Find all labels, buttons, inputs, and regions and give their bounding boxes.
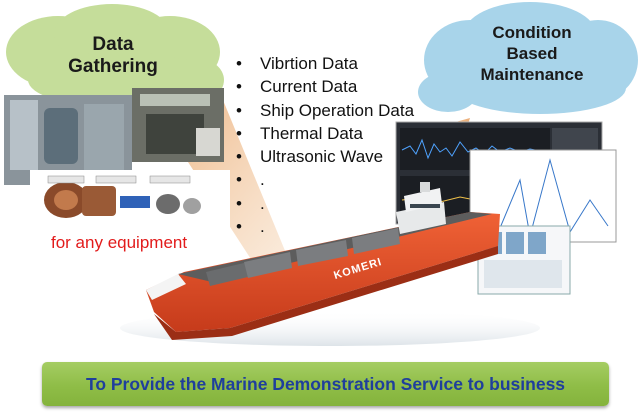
list-item: Ship Operation Data — [236, 99, 414, 122]
cloud-right-line-1: Condition — [492, 23, 572, 42]
list-item: . — [236, 215, 414, 238]
list-item: Current Data — [236, 75, 414, 98]
equipment-note: for any equipment — [51, 233, 188, 252]
cloud-left-line-1: Data — [92, 34, 134, 55]
cloud-right-line-3: Maintenance — [480, 65, 584, 84]
list-item: . — [236, 192, 414, 215]
list-item: Thermal Data — [236, 122, 414, 145]
data-gathering-label: Data Gathering — [38, 34, 188, 78]
condition-maintenance-cloud — [418, 2, 638, 114]
cloud-left-line-2: Gathering — [68, 56, 158, 77]
condition-maintenance-label: Condition Based Maintenance — [452, 22, 612, 85]
list-item: Vibrtion Data — [236, 52, 414, 75]
equipment-photo-collage — [4, 88, 230, 232]
list-item: Ultrasonic Wave — [236, 145, 414, 168]
data-types-list: Vibrtion Data Current Data Ship Operatio… — [236, 52, 414, 238]
service-banner: To Provide the Marine Demonstration Serv… — [42, 362, 609, 406]
list-item: . — [236, 168, 414, 191]
banner-text: To Provide the Marine Demonstration Serv… — [85, 373, 566, 394]
cloud-right-line-2: Based — [506, 44, 558, 63]
